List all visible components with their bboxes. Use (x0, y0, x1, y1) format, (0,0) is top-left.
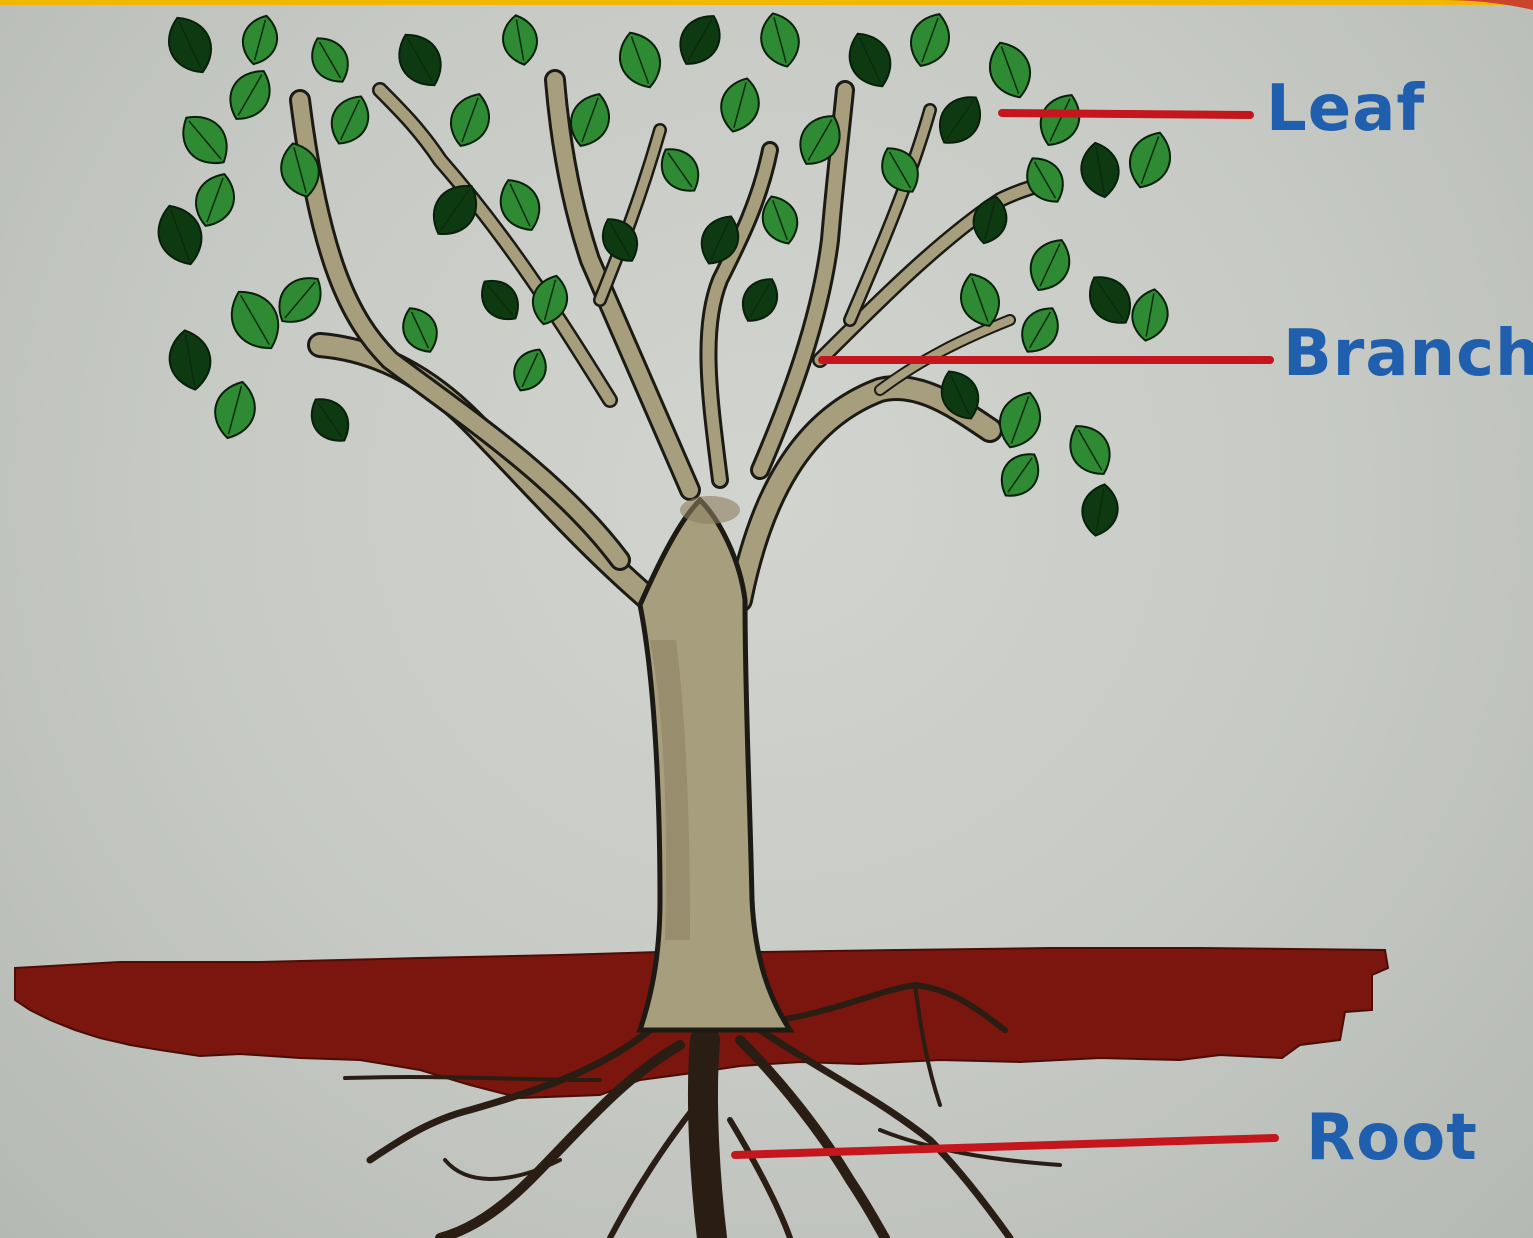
leaf-54 (303, 30, 357, 90)
leaf-31 (929, 87, 991, 153)
leaf-7 (165, 327, 215, 393)
leaf-51 (507, 343, 554, 397)
leaf-50 (395, 301, 445, 358)
leaf-42 (1013, 300, 1067, 360)
leaf-24 (715, 74, 765, 137)
leaf-22 (670, 7, 730, 73)
top-banner-strip (0, 0, 1533, 5)
leaf-2 (220, 62, 280, 128)
leaf-40 (1079, 267, 1141, 333)
leaf-47 (992, 445, 1048, 505)
trunk (640, 500, 790, 1030)
leaf-6 (220, 281, 290, 359)
leaf-46 (1078, 481, 1122, 538)
root-leader-line (735, 1138, 1275, 1155)
leaf-33 (1032, 87, 1089, 153)
leaf-35 (1122, 126, 1179, 194)
leaf-10 (302, 390, 358, 450)
leaf-21 (612, 26, 669, 94)
leaf-1 (159, 9, 221, 80)
leaf-44 (992, 386, 1049, 454)
leaf-41 (1128, 286, 1172, 343)
leaf-34 (1077, 140, 1123, 201)
leaf-29 (903, 8, 957, 72)
trunk-knot (680, 496, 740, 524)
leaf-53 (237, 11, 283, 68)
branch-label: Branch (1283, 322, 1533, 386)
leaf-39 (1022, 232, 1079, 298)
leaf-8 (209, 377, 262, 443)
leaf-label: Leaf (1266, 77, 1425, 141)
leaf-13 (389, 25, 452, 95)
root-label: Root (1306, 1106, 1478, 1170)
leaf-3 (171, 105, 238, 175)
leaf-32 (982, 36, 1039, 104)
leaves (150, 7, 1179, 539)
leaf-49 (734, 271, 786, 329)
leaf-leader-line (1002, 113, 1250, 115)
leaf-26 (755, 9, 805, 72)
leaf-36 (1018, 150, 1072, 210)
leaf-45 (1060, 417, 1120, 483)
leaf-19 (472, 271, 528, 329)
leaf-15 (499, 12, 541, 67)
leaf-12 (323, 89, 377, 151)
leaf-14 (443, 88, 497, 152)
